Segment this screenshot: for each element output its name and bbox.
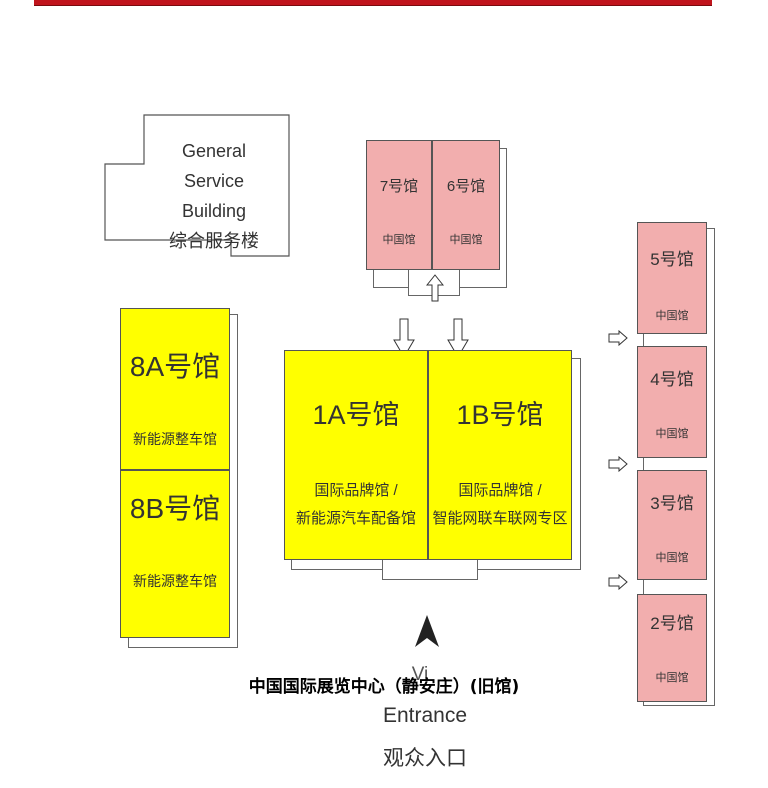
general-service-en-line1: General Service — [181, 141, 247, 191]
hall-5[interactable]: 5号馆 中国馆 — [637, 222, 707, 334]
right-arrow-icon — [608, 574, 628, 590]
hall-2-sub: 中国馆 — [655, 672, 689, 684]
top-rule — [34, 0, 712, 5]
hall-7[interactable]: 7号馆 中国馆 — [366, 140, 432, 270]
hall-1a-sub2: 新能源汽车配备馆 — [295, 510, 416, 527]
hall-6[interactable]: 6号馆 中国馆 — [432, 140, 500, 270]
hall-2[interactable]: 2号馆 中国馆 — [637, 594, 707, 702]
hall-8a-sub: 新能源整车馆 — [133, 431, 217, 447]
hall-3-sub: 中国馆 — [655, 552, 689, 564]
entrance-partial-label: Vi — [411, 664, 429, 685]
right-arrow-icon — [608, 456, 628, 472]
up-arrow-icon — [426, 274, 444, 302]
entrance-en-label: Entrance — [382, 704, 468, 727]
hall-8b[interactable]: 8B号馆 新能源整车馆 — [120, 470, 230, 638]
venue-caption: 中国国际展览中心（静安庄）(旧馆) — [248, 677, 520, 697]
general-service-building-label: General Service Building 综合服务楼 — [150, 136, 278, 256]
down-arrow-icon — [447, 318, 469, 358]
top-rule-shadow — [34, 5, 712, 6]
hall-8a-name: 8A号馆 — [129, 351, 221, 382]
hall-1a-sub1: 国际品牌馆 / — [314, 482, 398, 499]
hall-4-name: 4号馆 — [650, 370, 694, 389]
hall-1b-sub2: 智能网联车联网专区 — [432, 510, 568, 527]
entrance-arrow-icon — [415, 615, 439, 647]
hall-1-entrance-block — [382, 558, 478, 580]
hall-1a-name: 1A号馆 — [312, 400, 400, 430]
hall-4-sub: 中国馆 — [655, 428, 689, 440]
down-arrow-icon — [393, 318, 415, 358]
hall-5-sub: 中国馆 — [655, 310, 689, 322]
general-service-en-line2: Building — [181, 201, 247, 221]
hall-3-name: 3号馆 — [650, 494, 694, 513]
hall-1b-sub1: 国际品牌馆 / — [458, 482, 542, 499]
general-service-building-outline — [104, 114, 290, 257]
hall-8a[interactable]: 8A号馆 新能源整车馆 — [120, 308, 230, 470]
hall-1b[interactable]: 1B号馆 国际品牌馆 / 智能网联车联网专区 — [428, 350, 572, 560]
hall-3[interactable]: 3号馆 中国馆 — [637, 470, 707, 580]
hall-7-sub: 中国馆 — [382, 234, 416, 246]
hall-8b-sub: 新能源整车馆 — [133, 573, 217, 589]
right-arrow-icon — [608, 330, 628, 346]
hall-1b-name: 1B号馆 — [456, 400, 544, 430]
hall-7-name: 7号馆 — [379, 178, 419, 195]
hall-5-name: 5号馆 — [650, 250, 694, 269]
general-service-zh: 综合服务楼 — [169, 231, 259, 251]
hall-1a[interactable]: 1A号馆 国际品牌馆 / 新能源汽车配备馆 — [284, 350, 428, 560]
hall-6-name: 6号馆 — [446, 178, 486, 195]
hall-6-sub: 中国馆 — [449, 234, 483, 246]
hall-8b-name: 8B号馆 — [129, 493, 221, 524]
hall-4[interactable]: 4号馆 中国馆 — [637, 346, 707, 458]
hall-2-name: 2号馆 — [650, 614, 694, 633]
entrance-zh-label: 观众入口 — [383, 747, 467, 770]
